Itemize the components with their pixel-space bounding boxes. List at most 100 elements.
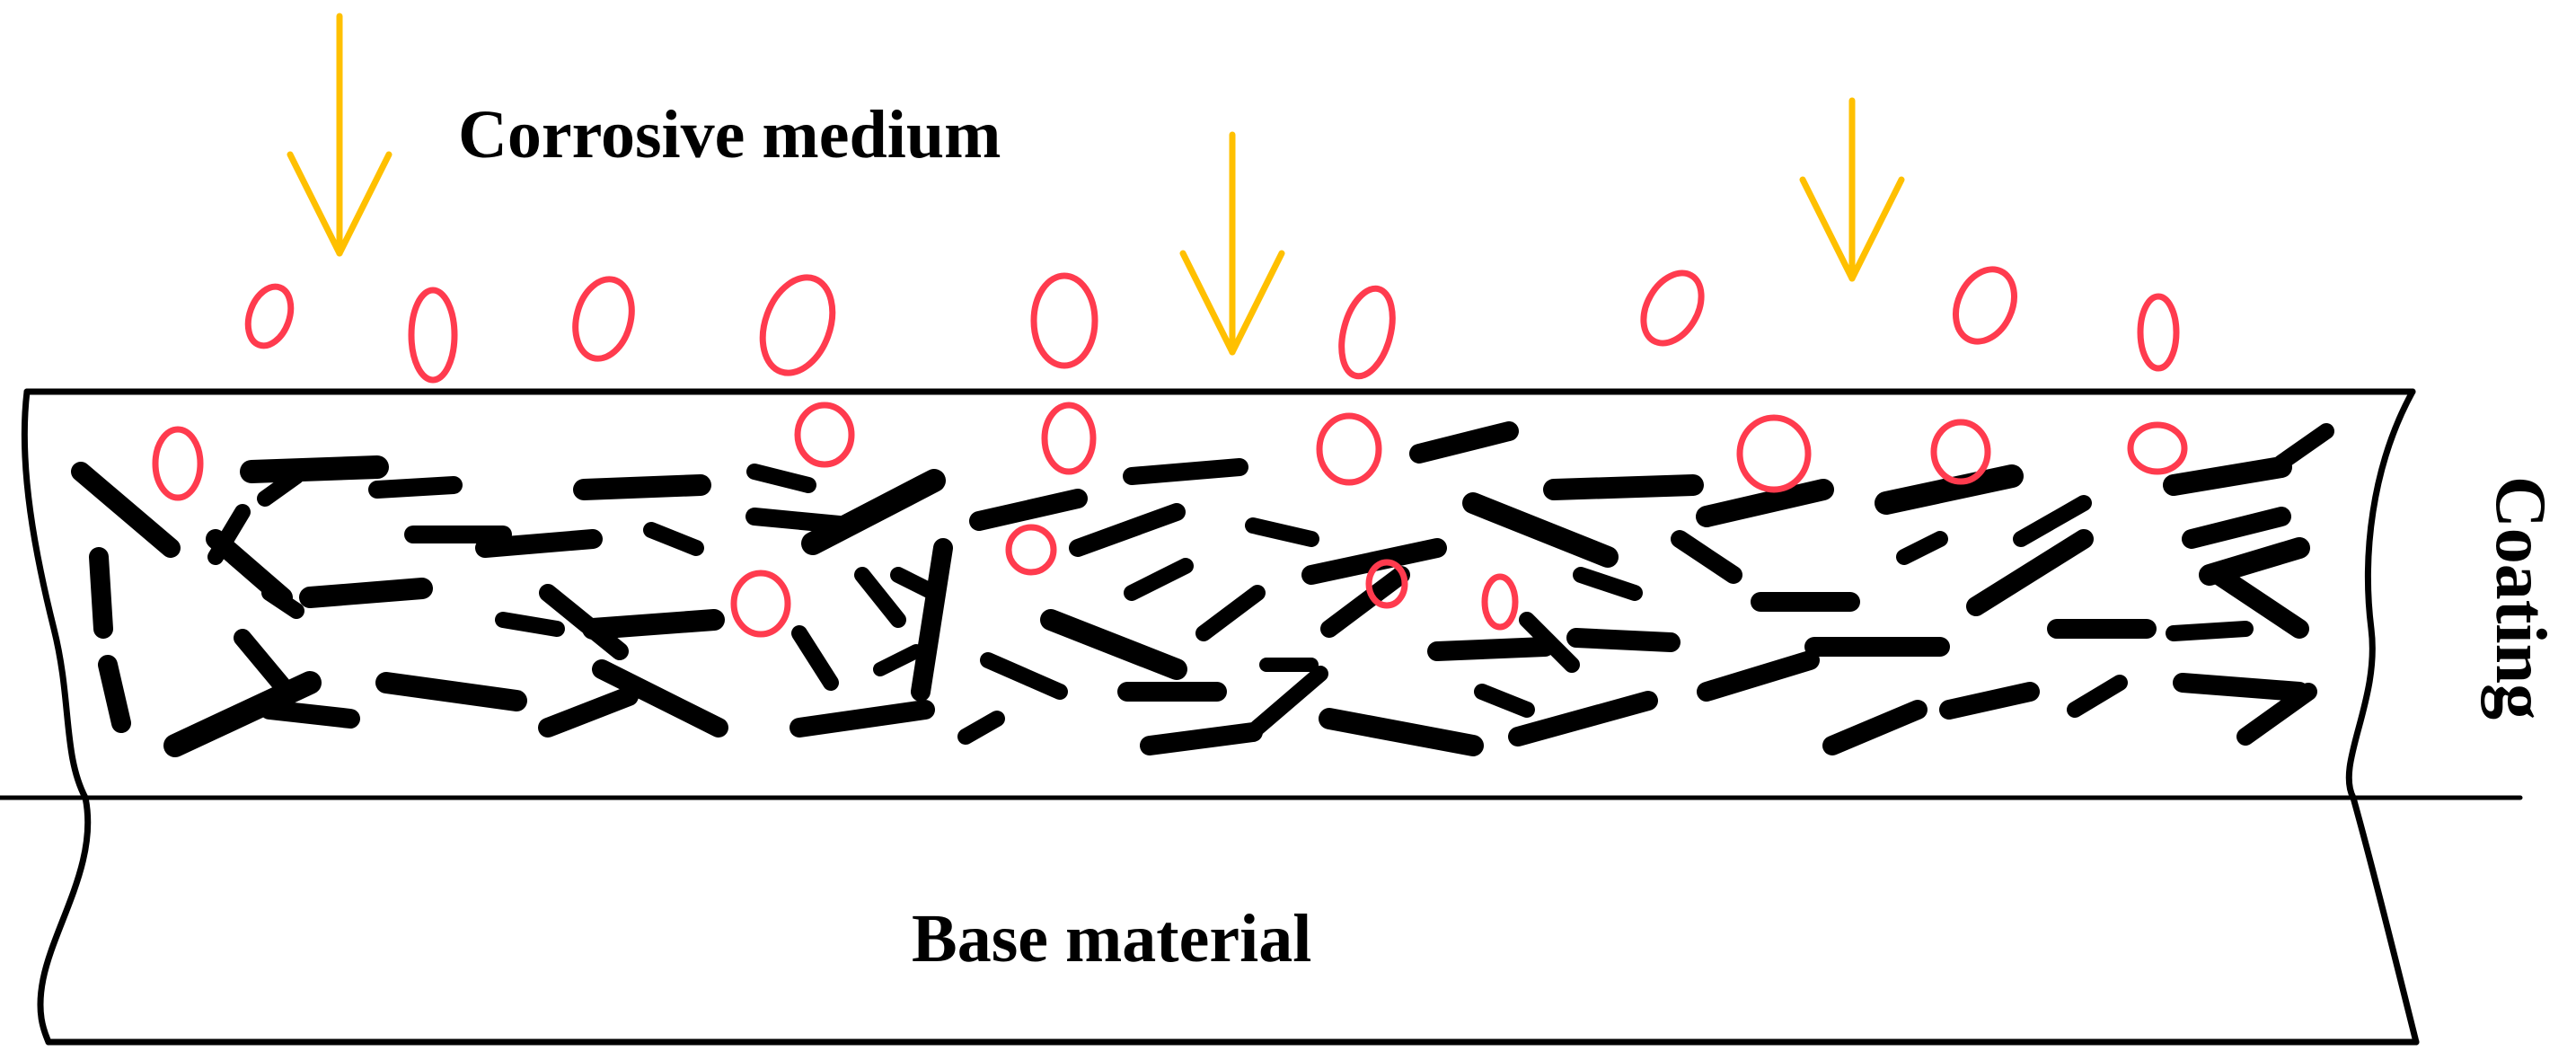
filler-flake bbox=[1124, 558, 1194, 601]
filler-flake bbox=[240, 455, 389, 483]
coating-left-edge bbox=[21, 388, 89, 801]
filler-flake bbox=[2013, 495, 2092, 547]
filler-flake bbox=[1123, 458, 1248, 485]
filler-flake bbox=[2067, 675, 2128, 718]
filler-flake bbox=[1697, 650, 1820, 702]
filler-flake bbox=[1822, 700, 1928, 755]
filler-flake bbox=[2163, 456, 2292, 496]
corrosive-particle bbox=[1316, 412, 1382, 486]
filler-flake bbox=[1319, 708, 1484, 756]
corrosive-particle bbox=[152, 426, 204, 501]
filler-flake bbox=[1040, 609, 1187, 680]
filler-flake bbox=[1896, 531, 1948, 565]
filler-flake bbox=[854, 567, 906, 628]
filler-flake bbox=[475, 529, 603, 558]
filler-flake bbox=[1301, 538, 1447, 585]
base-material-layer bbox=[37, 794, 2420, 1046]
filler-flake bbox=[1939, 682, 2040, 720]
filler-flake bbox=[790, 700, 935, 738]
down-arrow bbox=[287, 13, 393, 257]
filler-flake bbox=[1245, 517, 1319, 547]
filler-flake bbox=[1427, 637, 1555, 661]
corrosive-particle bbox=[1365, 559, 1408, 609]
filler-flake bbox=[1508, 691, 1658, 746]
base-material-label: Base material bbox=[912, 901, 1311, 976]
filler-flake bbox=[2236, 683, 2317, 746]
filler-flake bbox=[368, 476, 463, 499]
filler-flake bbox=[2182, 507, 2291, 549]
corrosive-particle bbox=[1041, 402, 1097, 475]
filler-flake bbox=[495, 612, 565, 637]
filler-flake bbox=[1519, 612, 1580, 673]
coating-label: Coating bbox=[2481, 476, 2560, 720]
corrosive-particle bbox=[1953, 266, 2017, 345]
filler-flake bbox=[911, 538, 953, 702]
filler-flake bbox=[1474, 684, 1535, 718]
filler-flake bbox=[539, 584, 629, 660]
corrosive-particle bbox=[1005, 524, 1057, 576]
corrosive-particle bbox=[759, 274, 836, 376]
filler-flake bbox=[746, 464, 816, 493]
filler-flake bbox=[1566, 628, 1681, 652]
corrosive-particle bbox=[1481, 573, 1519, 631]
corrosive-particle bbox=[2127, 421, 2188, 475]
filler-flake bbox=[1875, 464, 2024, 515]
filler-flake bbox=[98, 655, 131, 733]
corrosive-particle bbox=[730, 570, 791, 638]
filler-flake bbox=[261, 585, 304, 619]
filler-flake bbox=[1069, 503, 1186, 557]
coating-layer bbox=[0, 388, 2523, 801]
filler-flake bbox=[1320, 566, 1410, 638]
filler-flake bbox=[1409, 421, 1519, 464]
filler-flake bbox=[71, 462, 181, 558]
base-right-edge bbox=[2350, 794, 2420, 1046]
down-arrow bbox=[1799, 97, 1905, 282]
filler-flake bbox=[1140, 722, 1263, 755]
filler-flake bbox=[801, 469, 946, 555]
filler-flake bbox=[957, 711, 1005, 745]
filler-flake bbox=[2173, 673, 2309, 702]
filler-flake bbox=[2273, 423, 2334, 471]
corrosive-particle bbox=[1930, 419, 1991, 485]
corrosive-particle bbox=[572, 276, 635, 362]
filler-flake bbox=[375, 672, 527, 711]
filler-flake bbox=[1671, 530, 1742, 584]
filler-flake bbox=[1543, 474, 1704, 500]
corrosive-particle bbox=[1030, 272, 1098, 369]
arrow-head bbox=[1179, 250, 1285, 356]
filler-flake bbox=[791, 625, 839, 691]
corrosion-arrows bbox=[287, 13, 1905, 356]
filler-flake bbox=[582, 609, 725, 640]
corrosive-particle bbox=[2137, 293, 2180, 372]
filler-flake bbox=[260, 700, 360, 729]
coating-right-edge bbox=[2345, 388, 2416, 801]
corrosive-particle bbox=[1736, 414, 1812, 493]
filler-flake bbox=[257, 468, 304, 507]
filler-flakes bbox=[71, 421, 2334, 757]
filler-flake bbox=[980, 652, 1068, 700]
filler-flake bbox=[299, 578, 433, 608]
filler-flake bbox=[1195, 585, 1266, 641]
filler-flake bbox=[1249, 666, 1328, 736]
corrosive-particle bbox=[408, 287, 458, 384]
corrosive-particle bbox=[1338, 285, 1396, 380]
corrosive-particle bbox=[794, 402, 855, 468]
corrosive-particle bbox=[1640, 269, 1705, 347]
base-left-edge bbox=[37, 794, 92, 1046]
filler-flake bbox=[538, 686, 639, 738]
corrosive-particles bbox=[152, 266, 2188, 638]
filler-flake bbox=[1573, 567, 1643, 601]
down-arrow bbox=[1179, 131, 1285, 356]
corrosive-medium-label: Corrosive medium bbox=[458, 97, 1001, 172]
filler-flake bbox=[89, 547, 113, 639]
filler-flake bbox=[1462, 492, 1619, 568]
filler-flake bbox=[573, 474, 711, 500]
filler-flake bbox=[969, 489, 1088, 531]
filler-flake bbox=[1696, 479, 1834, 527]
arrow-head bbox=[1799, 176, 1905, 282]
corrosive-particle bbox=[244, 283, 295, 349]
filler-flake bbox=[592, 659, 728, 738]
filler-flake bbox=[2209, 565, 2309, 639]
filler-flake bbox=[890, 567, 942, 601]
